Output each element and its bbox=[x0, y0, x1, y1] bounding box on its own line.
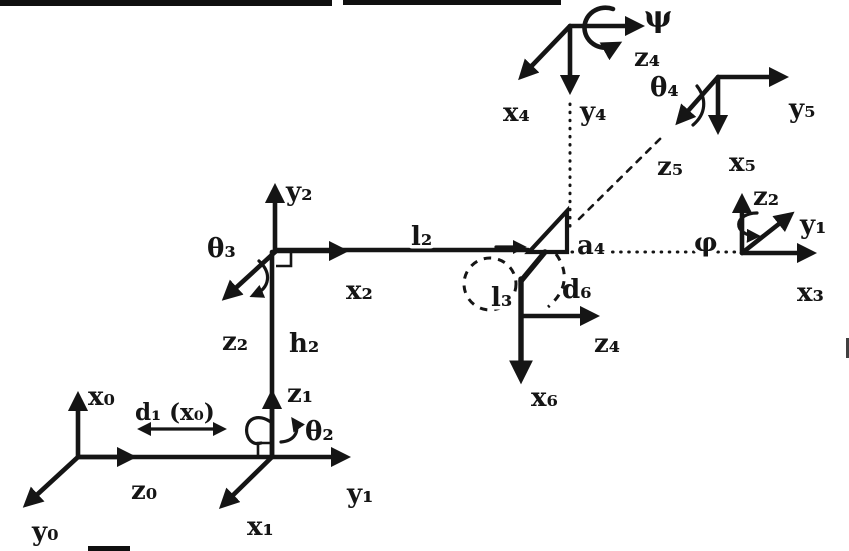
scan-streak-bottom bbox=[88, 546, 130, 551]
y4-axis-label: y₄ bbox=[579, 97, 607, 127]
scan-streak-top-left bbox=[0, 0, 332, 6]
a4-label: a₄ bbox=[577, 231, 605, 261]
phi-label: φ bbox=[694, 228, 718, 258]
elbow-offset-line bbox=[518, 249, 548, 284]
x0-axis-label: x₀ bbox=[88, 382, 115, 412]
d1-dimension-label: d₁ (x₀) bbox=[135, 399, 215, 426]
z4-elbow-axis-label: z₄ bbox=[594, 329, 620, 359]
x4-axis-arrow bbox=[518, 23, 573, 81]
y2-axis-label: y₂ bbox=[285, 177, 313, 207]
x6-axis-label: x₆ bbox=[531, 383, 558, 413]
h2-link-label: h₂ bbox=[289, 329, 319, 359]
z-diagonal-axis-label: z₂ bbox=[753, 182, 779, 212]
phi-rotation-arc bbox=[737, 211, 761, 243]
theta4-label: θ₄ bbox=[650, 73, 679, 103]
wrist-frame-top: ψ z₄ x₄ y₄ bbox=[503, 0, 672, 128]
z0-axis-label: z₀ bbox=[131, 476, 157, 506]
x1-axis-arrow bbox=[218, 454, 275, 509]
theta3-label: θ₃ bbox=[207, 234, 236, 264]
theta2-label: θ₂ bbox=[305, 417, 334, 447]
z5-axis-arrow bbox=[675, 74, 721, 126]
elbow-assembly: l₃ d₆ z₄ x₆ bbox=[462, 205, 620, 413]
x5-axis-label: x₅ bbox=[729, 148, 756, 178]
y0-axis-arrow bbox=[22, 454, 81, 508]
scan-speck-right bbox=[846, 338, 849, 358]
d6-dashed-arc bbox=[547, 253, 566, 309]
l3-dashed-circle bbox=[462, 256, 518, 312]
right-angle-marker-frame2 bbox=[276, 252, 293, 268]
l2-link-label: l₂ bbox=[411, 222, 432, 252]
theta2-rotation-arc-left bbox=[245, 416, 274, 446]
d6-label: d₆ bbox=[562, 275, 592, 305]
z1-axis-label: z₁ bbox=[287, 379, 313, 409]
y5-axis-label: y₅ bbox=[788, 94, 816, 124]
z2-axis-arrow bbox=[221, 249, 278, 301]
frame-2: θ₃ y₂ x₂ z₂ h₂ bbox=[207, 177, 531, 359]
x4-axis-label: x₄ bbox=[503, 98, 530, 128]
diagonal-dashed-line bbox=[577, 132, 667, 221]
x-right-axis-label: x₃ bbox=[797, 278, 824, 308]
z4-wrist-axis-label: z₄ bbox=[634, 43, 660, 73]
l3-label: l₃ bbox=[491, 283, 512, 313]
wrist-frame-mid: θ₄ y₅ x₅ z₅ bbox=[650, 66, 816, 182]
x1-axis-label: x₁ bbox=[247, 512, 274, 542]
psi-label: ψ bbox=[644, 0, 672, 35]
z2-axis-label: z₂ bbox=[222, 327, 248, 357]
theta2-rotation-arc-right bbox=[279, 416, 306, 444]
frame-1: θ₂ z₁ y₁ x₁ bbox=[218, 249, 374, 542]
dotted-construction-lines: a₄ φ bbox=[568, 102, 739, 265]
y-right-axis-label: y₁ bbox=[799, 210, 827, 240]
y0-axis-label: y₀ bbox=[31, 517, 59, 547]
x2-axis-label: x₂ bbox=[346, 276, 373, 306]
y1-axis-label: y₁ bbox=[346, 479, 374, 509]
offset-d1-dimension: d₁ (x₀) bbox=[135, 399, 227, 437]
wrist-frame-right: z₂ y₁ x₃ bbox=[731, 182, 827, 308]
base-frame-0: x₀ z₀ y₀ bbox=[22, 382, 275, 547]
link-l2: l₂ bbox=[408, 219, 527, 256]
elbow-triangle-marker bbox=[524, 205, 570, 255]
z-diagonal-axis-arrow bbox=[739, 211, 795, 256]
scan-streak-top-right bbox=[343, 0, 561, 5]
theta4-rotation-arc bbox=[691, 84, 706, 127]
z5-axis-label: z₅ bbox=[657, 152, 683, 182]
theta3-rotation-arc bbox=[249, 259, 269, 298]
psi-rotation-loop bbox=[582, 5, 623, 61]
